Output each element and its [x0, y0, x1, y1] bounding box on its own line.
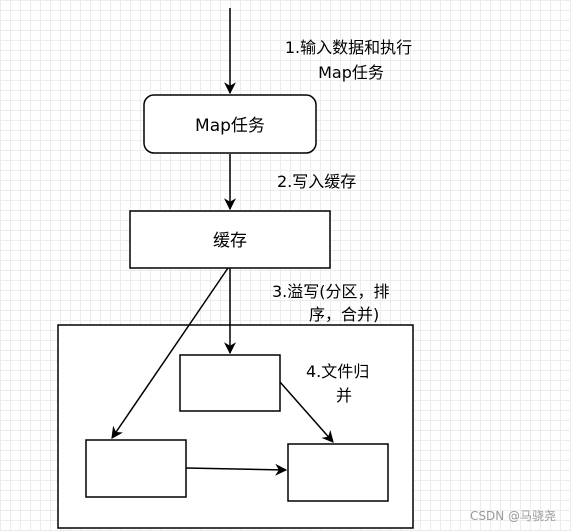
- step1-line1: 1.输入数据和执行: [285, 38, 412, 57]
- step3-line2: 序，合并): [309, 305, 379, 324]
- step3-line1: 3.溢写(分区，排: [272, 282, 390, 301]
- step4-label: 4.文件归 并: [306, 362, 374, 405]
- left-file-to-merged-arrow: [185, 463, 288, 476]
- step4-line1: 4.文件归: [306, 362, 369, 381]
- step3-label: 3.溢写(分区，排 序，合并): [272, 282, 395, 324]
- cache-label: 缓存: [213, 231, 247, 251]
- step2-label: 2.写入缓存: [277, 172, 356, 191]
- cache-node[interactable]: 缓存: [129, 210, 331, 269]
- step4-line2: 并: [336, 386, 352, 405]
- step1-line2: Map任务: [318, 63, 384, 82]
- map-task-label: Map任务: [195, 116, 265, 136]
- top-file-to-merged-arrow: [279, 381, 334, 443]
- spill-file-left[interactable]: [85, 439, 187, 498]
- step1-label: 1.输入数据和执行 Map任务: [285, 38, 417, 82]
- spill-file-top[interactable]: [179, 354, 281, 412]
- map-task-node[interactable]: Map任务: [143, 94, 317, 154]
- csdn-watermark: CSDN @马骁尧: [470, 509, 556, 523]
- cache-to-left-file-arrow: [111, 267, 229, 439]
- merged-file[interactable]: [287, 443, 389, 502]
